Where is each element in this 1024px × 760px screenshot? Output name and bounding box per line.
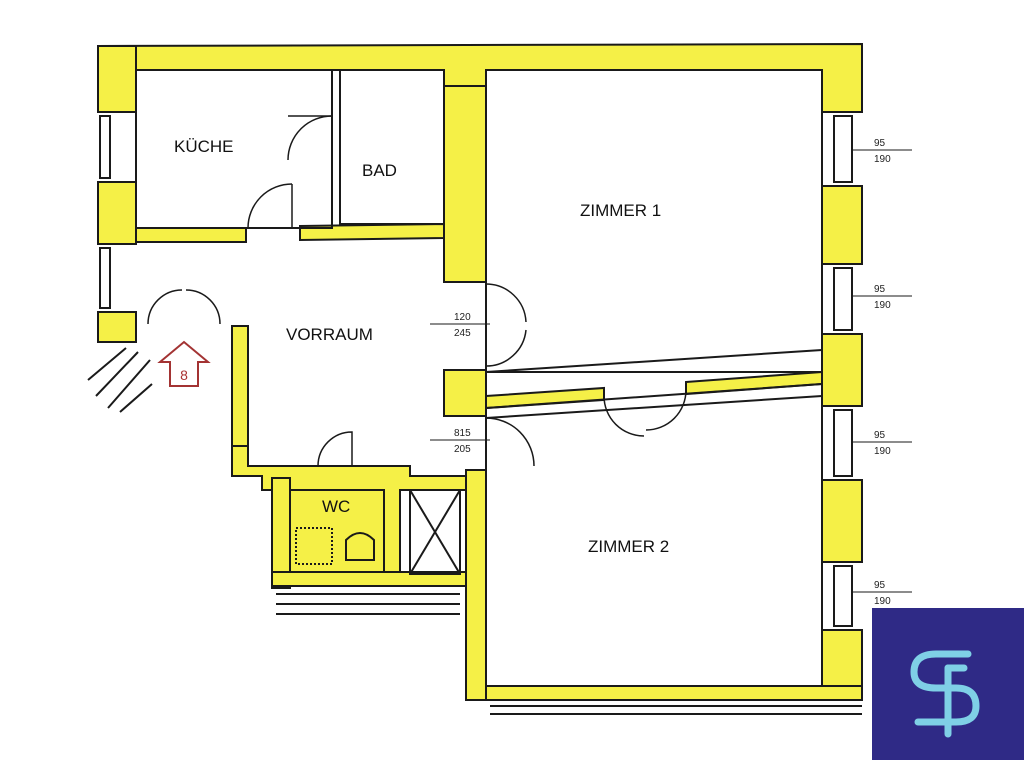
wall-bath-bottom xyxy=(299,222,445,242)
room2-outline xyxy=(485,382,823,687)
label-kitchen: KÜCHE xyxy=(174,137,234,156)
door-room2 xyxy=(485,417,535,467)
label-bath: BAD xyxy=(362,161,397,180)
door-entrance-right xyxy=(185,289,221,325)
shower-tray xyxy=(295,527,333,565)
kitchen-outline xyxy=(135,69,333,229)
wall-bottom xyxy=(485,685,863,701)
dim-win1-top: 95 xyxy=(874,138,886,149)
dim-door-room2-bot: 205 xyxy=(454,444,471,455)
window-right-4 xyxy=(833,565,853,627)
dim-win1-bot: 190 xyxy=(874,154,891,165)
doors xyxy=(147,115,687,467)
bath-outline xyxy=(339,69,445,225)
shaft-outline xyxy=(409,489,461,575)
room-labels: KÜCHE BAD ZIMMER 1 VORRAUM WC ZIMMER 2 xyxy=(174,137,669,556)
label-wc: WC xyxy=(322,497,350,516)
window-left-2 xyxy=(99,247,111,309)
entrance-arrow: 8 xyxy=(157,340,211,387)
dim-win3-top: 95 xyxy=(874,430,886,441)
wall-room2-left xyxy=(465,469,487,701)
toilet xyxy=(345,532,375,561)
dim-win4-top: 95 xyxy=(874,580,886,591)
wall-center-mid xyxy=(443,369,487,417)
door-between-right xyxy=(645,389,687,431)
interior-lines xyxy=(87,69,862,715)
wall-kitchen-bottom xyxy=(135,227,247,243)
label-room2: ZIMMER 2 xyxy=(588,537,669,556)
window-right-3 xyxy=(833,409,853,477)
door-kitchen-bath xyxy=(287,115,333,161)
door-wc xyxy=(317,431,353,467)
door-room1 xyxy=(485,283,527,323)
partition-line-1 xyxy=(485,349,823,373)
dim-win2-bot: 190 xyxy=(874,300,891,311)
wall-right-1 xyxy=(821,185,863,265)
dim-door-room2-top: 815 xyxy=(454,428,471,439)
window-right-1 xyxy=(833,115,853,183)
dim-win2-top: 95 xyxy=(874,284,886,295)
dim-door-room1-bot: 245 xyxy=(454,328,471,339)
wall-hall-left xyxy=(231,325,249,457)
wall-left-2 xyxy=(97,181,137,245)
arrow-shape xyxy=(157,340,211,387)
dim-door-room1-top: 120 xyxy=(454,312,471,323)
door-kitchen xyxy=(247,183,293,229)
entrance-stairs xyxy=(87,347,153,413)
brand-logo xyxy=(872,608,1024,760)
door-entrance-left xyxy=(147,289,183,325)
wall-partition-left xyxy=(485,386,605,410)
dimension-notes: 95 190 95 190 95 190 95 190 120 245 815 … xyxy=(454,138,891,607)
door-room1-b xyxy=(485,329,527,367)
door-between-left xyxy=(603,395,645,437)
label-room1: ZIMMER 1 xyxy=(580,201,661,220)
wall-right-3 xyxy=(821,479,863,563)
dim-win3-bot: 190 xyxy=(874,446,891,457)
dimension-ticks xyxy=(430,149,912,593)
wall-left-3 xyxy=(97,311,137,343)
wc-outline xyxy=(289,489,385,573)
wall-center-upper xyxy=(443,85,487,283)
dim-win4-bot: 190 xyxy=(874,596,891,607)
partition-line-2 xyxy=(485,395,823,419)
wall-partition-right xyxy=(685,370,823,396)
wall-right-2 xyxy=(821,333,863,407)
window-left-1 xyxy=(99,115,111,179)
wall-left-1 xyxy=(97,45,137,113)
label-hall: VORRAUM xyxy=(286,325,373,344)
logo-mark-icon xyxy=(910,650,980,738)
shaft-x2 xyxy=(409,489,461,575)
room1-outline xyxy=(485,69,823,373)
window-right-2 xyxy=(833,267,853,331)
entrance-number: 8 xyxy=(180,367,188,383)
